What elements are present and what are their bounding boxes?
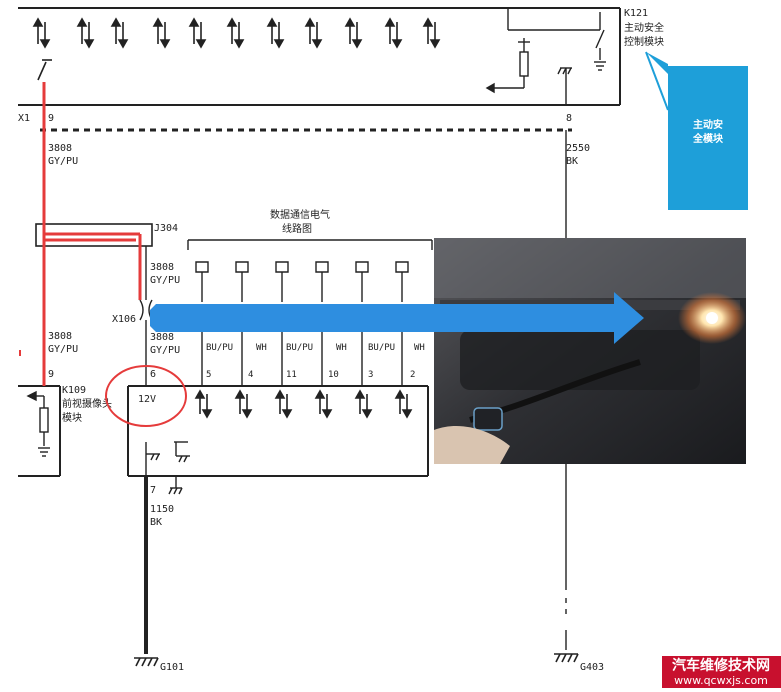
bus-color-4: BU/PU — [368, 343, 395, 353]
k109-name-line2: 模块 — [62, 412, 82, 424]
callout-line1: 主动安 — [693, 118, 723, 131]
bidirectional-arrow-icon — [188, 17, 207, 49]
engine-bay-photo — [434, 238, 746, 464]
bus-color-1: WH — [256, 343, 267, 353]
callout-pointer — [646, 52, 668, 74]
k109-ground-pin: 7 — [150, 485, 156, 496]
bus-color-2: BU/PU — [286, 343, 313, 353]
highlighted-circuit-path — [42, 82, 142, 386]
bidirectional-arrow-icon — [110, 17, 129, 49]
bidirectional-arrow-icon — [344, 17, 363, 49]
k109-module — [18, 385, 429, 477]
data-bus-title-line1: 数据通信电气 — [270, 208, 330, 221]
bidirectional-arrow-icon — [384, 17, 403, 49]
voltage-label: 12V — [138, 394, 156, 405]
bus-pin-5: 2 — [410, 370, 415, 380]
watermark: 汽车维修技术网 www.qcwxjs.com — [662, 656, 781, 688]
k121-data-arrows — [32, 17, 441, 49]
bidirectional-arrow-icon — [422, 17, 441, 49]
j304-splice — [35, 223, 153, 247]
bidirectional-arrow-icon — [354, 389, 373, 419]
callout-box — [668, 66, 748, 210]
watermark-line2: www.qcwxjs.com — [674, 674, 768, 687]
bus-pin-1: 4 — [248, 370, 253, 380]
highlight-circle — [105, 365, 187, 427]
bidirectional-arrow-icon — [76, 17, 95, 49]
bus-pin-0: 5 — [206, 370, 211, 380]
chassis-ground-icon — [134, 657, 159, 667]
switch-icon — [37, 59, 52, 81]
k109-internal-left — [26, 390, 49, 446]
j304-label: J304 — [154, 223, 178, 234]
k121-name-line2: 控制模块 — [624, 35, 664, 48]
k121-internal-circuit — [485, 8, 605, 94]
wire-j304-circuit: 3808 — [150, 262, 174, 273]
wire-j304-color: GY/PU — [150, 275, 180, 286]
ground-icon — [38, 447, 50, 457]
data-bus-bracket — [187, 239, 433, 250]
chassis-ground-icon — [145, 442, 160, 476]
pointer-arrow — [150, 292, 644, 344]
bus-color-0: BU/PU — [206, 343, 233, 353]
bidirectional-arrow-icon — [32, 17, 51, 49]
ground-g101-label: G101 — [160, 662, 184, 673]
bus-color-5: WH — [414, 343, 425, 353]
data-bus-connectors — [195, 261, 409, 302]
bidirectional-arrow-icon — [266, 17, 285, 49]
data-bus-title-line2: 线路图 — [282, 222, 312, 235]
chassis-ground-icon — [168, 476, 183, 495]
x1-right-pin: 8 — [566, 113, 572, 124]
k109-data-arrows — [194, 389, 413, 419]
wire-x106-circuit: 3808 — [150, 332, 174, 343]
x1-left-pin: 9 — [48, 113, 54, 124]
k109-power-pin: 6 — [150, 369, 156, 380]
wire-left-top-color: GY/PU — [48, 156, 78, 167]
wire-right-circuit: 2550 — [566, 143, 590, 154]
bus-pin-4: 3 — [368, 370, 373, 380]
k121-name-line1: 主动安全 — [624, 21, 664, 34]
wire-k109-ground-circuit: 1150 — [150, 504, 174, 515]
bidirectional-arrow-icon — [314, 389, 333, 419]
bidirectional-arrow-icon — [194, 389, 213, 419]
bidirectional-arrow-icon — [234, 389, 253, 419]
callout-leader — [645, 51, 669, 111]
wire-left-lower-color: GY/PU — [48, 344, 78, 355]
k109-left-pin: 9 — [48, 369, 54, 380]
chassis-ground-icon — [174, 441, 190, 463]
wire-left-lower-circuit: 3808 — [48, 331, 72, 342]
x106-label: X106 — [112, 314, 136, 325]
k109-name-line1: 前视摄像头 — [62, 397, 112, 410]
chassis-ground-icon — [554, 653, 579, 663]
x1-connector-label: X1 — [18, 113, 30, 124]
k121-module — [18, 7, 621, 106]
bidirectional-arrow-icon — [152, 17, 171, 49]
bus-pin-3: 10 — [328, 370, 339, 380]
bus-pin-2: 11 — [286, 370, 297, 380]
k109-id: K109 — [62, 385, 86, 396]
wire-left-top-circuit: 3808 — [48, 143, 72, 154]
chassis-ground-icon — [557, 67, 572, 105]
data-bus-labels: BU/PU 5 WH 4 BU/PU 11 WH 10 BU/PU 3 WH 2 — [206, 343, 425, 380]
watermark-line1: 汽车维修技术网 — [672, 657, 770, 674]
callout-line2: 全模块 — [692, 132, 724, 145]
wire-right-color: BK — [566, 156, 578, 167]
bidirectional-arrow-icon — [394, 389, 413, 419]
bus-color-3: WH — [336, 343, 347, 353]
bidirectional-arrow-icon — [274, 389, 293, 419]
data-bus-wires — [201, 330, 403, 386]
k121-id: K121 — [624, 8, 648, 19]
wire-x106-color: GY/PU — [150, 345, 180, 356]
ground-icon — [594, 61, 606, 71]
bidirectional-arrow-icon — [226, 17, 245, 49]
wire-k109-ground-color: BK — [150, 517, 162, 528]
ground-g403-label: G403 — [580, 662, 604, 673]
bidirectional-arrow-icon — [304, 17, 323, 49]
